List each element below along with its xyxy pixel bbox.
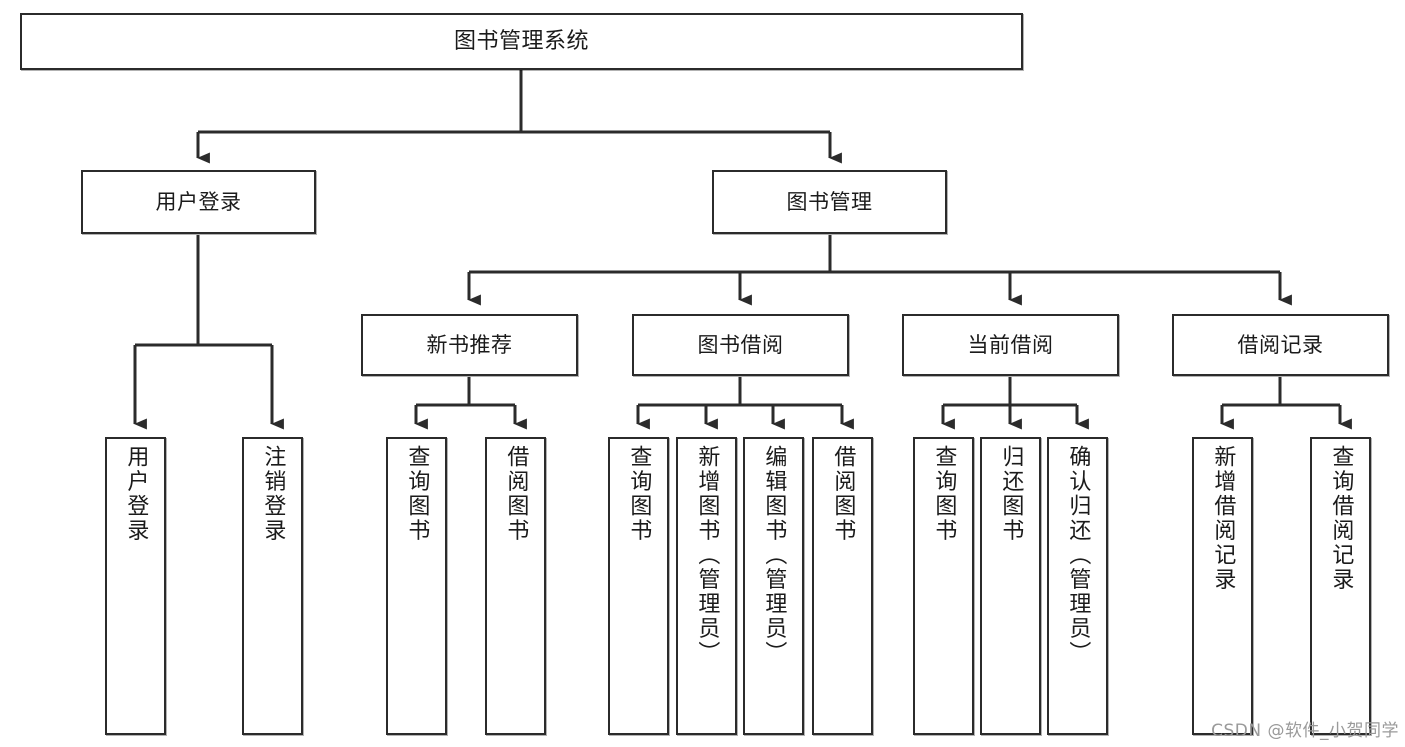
- node-label: 确认归还（管理员）: [1065, 445, 1091, 666]
- node-label: 借阅图书: [830, 445, 856, 543]
- leaf-node-edit-book-admin[interactable]: 编辑图书（管理员）: [743, 437, 804, 735]
- node-user-login[interactable]: 用户登录: [81, 170, 316, 234]
- node-label: 注销登录: [260, 445, 286, 543]
- node-current-borrow[interactable]: 当前借阅: [902, 314, 1119, 376]
- node-label: 查询图书: [626, 445, 652, 543]
- leaf-node-add-book-admin[interactable]: 新增图书（管理员）: [676, 437, 737, 735]
- leaf-node-query-book-current[interactable]: 查询图书: [913, 437, 974, 735]
- leaf-node-logout[interactable]: 注销登录: [242, 437, 303, 735]
- leaf-node-query-borrow-record[interactable]: 查询借阅记录: [1310, 437, 1371, 735]
- leaf-node-borrow-book-recommend[interactable]: 借阅图书: [485, 437, 546, 735]
- leaf-node-query-book-borrow[interactable]: 查询图书: [608, 437, 669, 735]
- node-label: 借阅记录: [1237, 332, 1324, 357]
- node-label: 归还图书: [998, 445, 1024, 543]
- node-label: 查询图书: [404, 445, 430, 543]
- leaf-node-add-borrow-record[interactable]: 新增借阅记录: [1192, 437, 1253, 735]
- node-book-borrow[interactable]: 图书借阅: [632, 314, 849, 376]
- node-label: 编辑图书（管理员）: [761, 445, 787, 666]
- node-label: 查询借阅记录: [1328, 445, 1354, 592]
- leaf-node-query-book-recommend[interactable]: 查询图书: [386, 437, 447, 735]
- node-book-manage[interactable]: 图书管理: [712, 170, 947, 234]
- node-label: 借阅图书: [503, 445, 529, 543]
- leaf-node-user-login[interactable]: 用户登录: [105, 437, 166, 735]
- node-label: 图书管理系统: [453, 28, 589, 54]
- node-label: 图书借阅: [697, 332, 784, 357]
- node-borrow-record[interactable]: 借阅记录: [1172, 314, 1389, 376]
- node-label: 用户登录: [155, 189, 242, 214]
- node-label: 新书推荐: [426, 332, 513, 357]
- node-label: 当前借阅: [967, 332, 1054, 357]
- node-label: 图书管理: [786, 189, 873, 214]
- leaf-node-borrow-book[interactable]: 借阅图书: [812, 437, 873, 735]
- node-label: 用户登录: [123, 445, 149, 543]
- node-new-book-recommend[interactable]: 新书推荐: [361, 314, 578, 376]
- node-label: 新增图书（管理员）: [694, 445, 720, 666]
- node-label: 新增借阅记录: [1210, 445, 1236, 592]
- leaf-node-return-book[interactable]: 归还图书: [980, 437, 1041, 735]
- leaf-node-confirm-return-admin[interactable]: 确认归还（管理员）: [1047, 437, 1108, 735]
- node-label: 查询图书: [931, 445, 957, 543]
- node-root-system[interactable]: 图书管理系统: [20, 13, 1023, 70]
